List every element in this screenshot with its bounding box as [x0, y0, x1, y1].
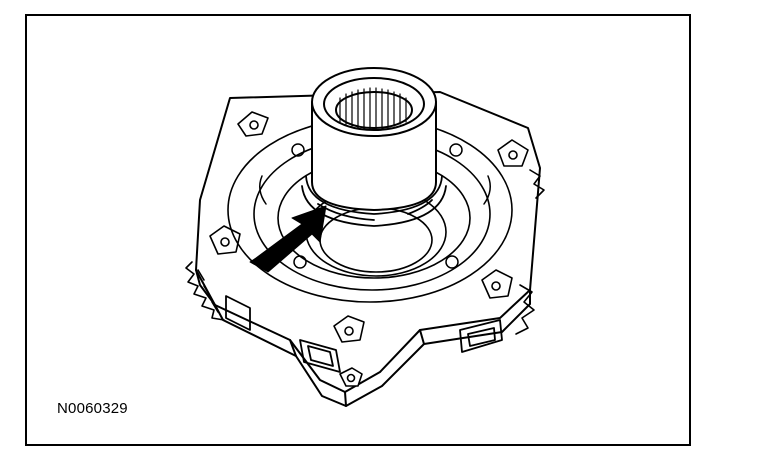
- mounting-tabs: [209, 111, 529, 387]
- callout-arrow: [249, 205, 327, 273]
- mounting-tab-bottom-front: [339, 367, 363, 387]
- splined-shaft: [311, 67, 437, 211]
- mounting-tab-right-upper: [497, 139, 529, 167]
- figure-id-label: N0060329: [57, 400, 128, 417]
- right-gear-teeth: [515, 169, 545, 335]
- top-face-bosses: [259, 143, 491, 269]
- mounting-tab-right-lower: [481, 269, 513, 299]
- mounting-tab-top-left: [237, 111, 269, 137]
- hexagonal-housing: [195, 91, 541, 407]
- mounting-tab-bottom: [333, 315, 365, 343]
- left-gear-teeth: [185, 261, 225, 321]
- internal-splines: [339, 87, 407, 130]
- shaft-snap-ring: [301, 175, 447, 227]
- housing-windows: [225, 295, 503, 373]
